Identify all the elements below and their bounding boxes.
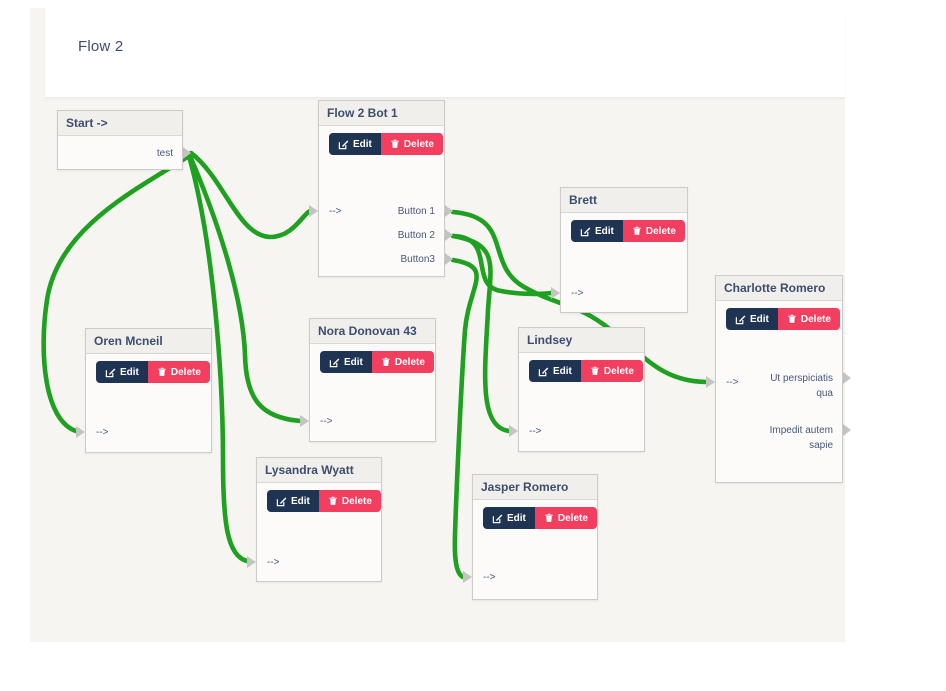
output-port-label[interactable]: test <box>156 148 173 159</box>
node-actions: Edit Delete <box>320 351 434 373</box>
input-port-label[interactable]: --> <box>571 288 584 299</box>
flow-title: Flow 2 <box>78 38 124 55</box>
node-title-lindsey[interactable]: Lindsey <box>519 328 644 353</box>
node-title-bot1[interactable]: Flow 2 Bot 1 <box>319 101 444 126</box>
node-title-charlotte[interactable]: Charlotte Romero <box>716 276 842 301</box>
edit-button-label: Edit <box>507 512 526 524</box>
output-port-label[interactable]: Ut perspiciatis qua <box>770 373 833 399</box>
node-actions: Edit Delete <box>726 308 840 330</box>
node-title-nora[interactable]: Nora Donovan 43 <box>310 319 435 344</box>
delete-button-label: Delete <box>341 495 372 507</box>
node-title-start[interactable]: Start -> <box>58 111 182 136</box>
input-port-label[interactable]: --> <box>320 416 333 427</box>
edit-button-label: Edit <box>291 495 310 507</box>
delete-button[interactable]: Delete <box>580 360 643 382</box>
trash-icon <box>157 367 167 377</box>
pencil-icon <box>538 366 549 377</box>
node-title-brett[interactable]: Brett <box>561 188 687 213</box>
output-port-label[interactable]: Button3 <box>400 254 435 265</box>
trash-icon <box>328 496 338 506</box>
input-port-label[interactable]: --> <box>96 427 109 438</box>
delete-button[interactable]: Delete <box>622 220 685 242</box>
delete-button-label: Delete <box>800 313 831 325</box>
output-port-label[interactable]: Impedit autem sapie <box>769 425 833 451</box>
pencil-icon <box>105 367 116 378</box>
trash-icon <box>544 513 554 523</box>
pencil-icon <box>735 314 746 325</box>
edit-button[interactable]: Edit <box>529 360 581 382</box>
edit-button[interactable]: Edit <box>571 220 623 242</box>
input-port-label[interactable]: --> <box>529 426 542 437</box>
delete-button-label: Delete <box>170 366 201 378</box>
pencil-icon <box>580 226 591 237</box>
node-actions: Edit Delete <box>571 220 685 242</box>
flow-header-card: Flow 2 <box>45 8 845 98</box>
pencil-icon <box>338 139 349 150</box>
delete-button[interactable]: Delete <box>534 507 597 529</box>
delete-button-label: Delete <box>603 365 634 377</box>
pencil-icon <box>329 357 340 368</box>
delete-button[interactable]: Delete <box>371 351 434 373</box>
trash-icon <box>787 314 797 324</box>
edit-button[interactable]: Edit <box>267 490 319 512</box>
edit-button[interactable]: Edit <box>726 308 778 330</box>
edit-button-label: Edit <box>353 138 372 150</box>
edit-button-label: Edit <box>595 225 614 237</box>
node-title-jasper[interactable]: Jasper Romero <box>473 475 597 500</box>
edit-button[interactable]: Edit <box>483 507 535 529</box>
input-port-label[interactable]: --> <box>483 572 496 583</box>
edit-button-label: Edit <box>750 313 769 325</box>
edit-button-label: Edit <box>344 356 363 368</box>
node-title-lysandra[interactable]: Lysandra Wyatt <box>257 458 381 483</box>
edit-button[interactable]: Edit <box>320 351 372 373</box>
output-port-label[interactable]: Button 2 <box>397 230 435 241</box>
edit-button[interactable]: Edit <box>96 361 148 383</box>
node-actions: Edit Delete <box>483 507 597 529</box>
input-port-label[interactable]: --> <box>267 557 280 568</box>
node-actions: Edit Delete <box>529 360 643 382</box>
edit-button-label: Edit <box>120 366 139 378</box>
output-port-label[interactable]: Button 1 <box>397 206 435 217</box>
node-title-oren[interactable]: Oren Mcneil <box>86 329 211 354</box>
delete-button-label: Delete <box>557 512 588 524</box>
trash-icon <box>381 357 391 367</box>
node-start[interactable]: Start -> test <box>57 110 183 170</box>
node-actions: Edit Delete <box>267 490 381 512</box>
delete-button-label: Delete <box>403 138 434 150</box>
delete-button[interactable]: Delete <box>777 308 840 330</box>
delete-button-label: Delete <box>394 356 425 368</box>
delete-button[interactable]: Delete <box>318 490 381 512</box>
node-actions: Edit Delete <box>329 133 443 155</box>
pencil-icon <box>276 496 287 507</box>
node-actions: Edit Delete <box>96 361 210 383</box>
edit-button-label: Edit <box>553 365 572 377</box>
trash-icon <box>590 366 600 376</box>
input-port-label[interactable]: --> <box>329 206 342 217</box>
delete-button-label: Delete <box>645 225 676 237</box>
node-nora[interactable]: Nora Donovan 43 Edit Delete --> <box>309 318 436 442</box>
input-port-label[interactable]: --> <box>726 377 739 388</box>
trash-icon <box>390 139 400 149</box>
trash-icon <box>632 226 642 236</box>
node-bot1[interactable]: Flow 2 Bot 1 Edit Delete --> Button 1 Button … <box>318 100 445 277</box>
edit-button[interactable]: Edit <box>329 133 381 155</box>
delete-button[interactable]: Delete <box>147 361 210 383</box>
delete-button[interactable]: Delete <box>380 133 443 155</box>
pencil-icon <box>492 513 503 524</box>
